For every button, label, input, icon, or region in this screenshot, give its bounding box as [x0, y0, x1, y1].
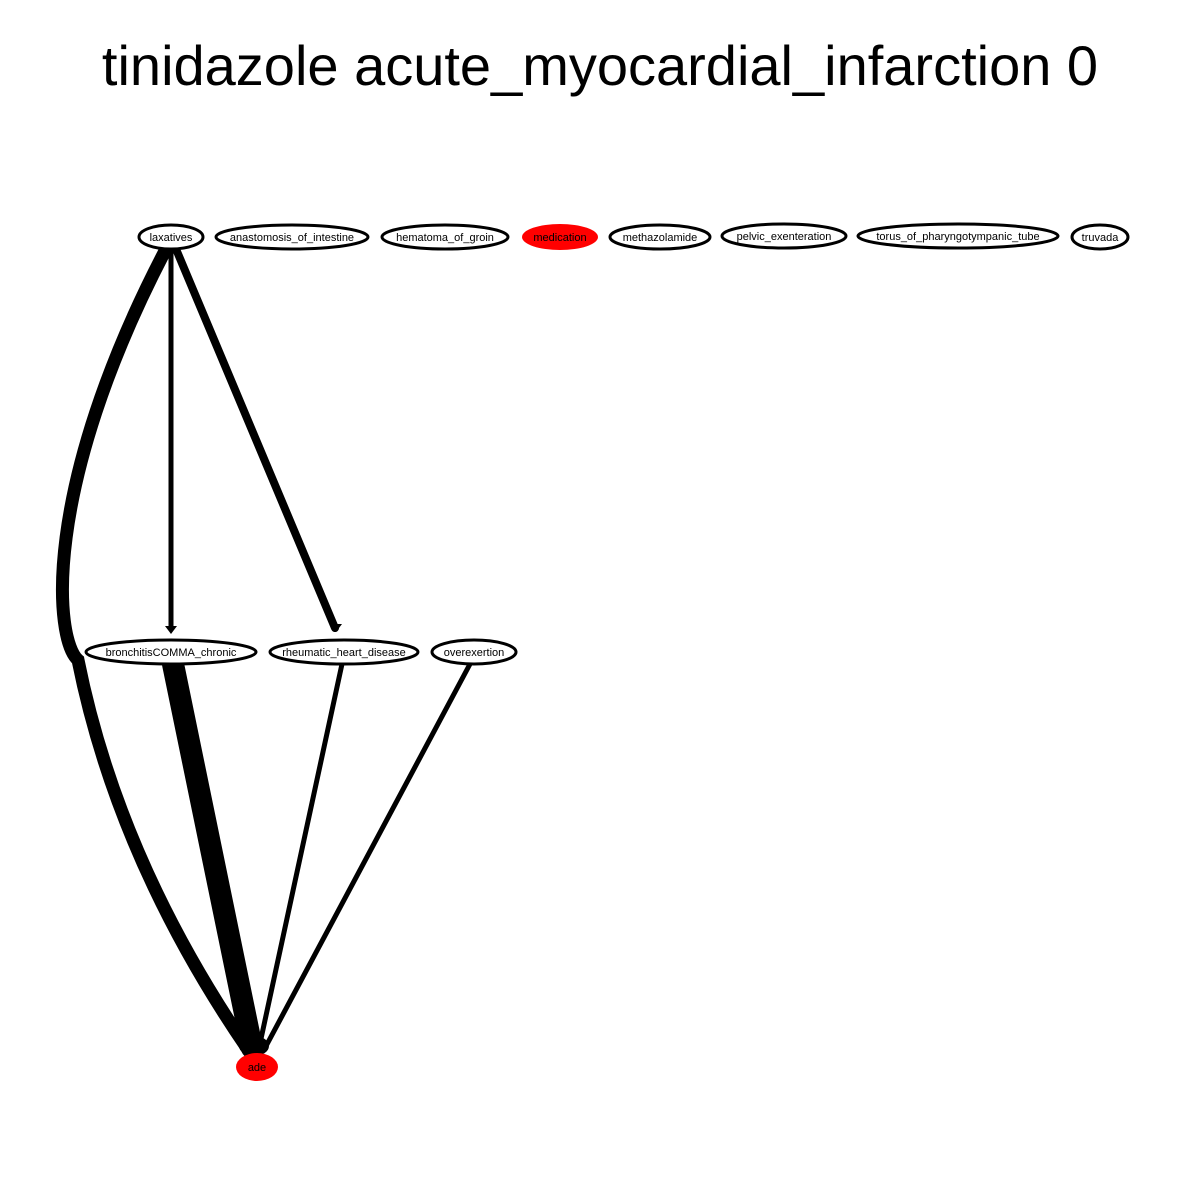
- node-anastomosis_of_intestine: anastomosis_of_intestine: [214, 223, 370, 251]
- node-ellipse: [214, 223, 370, 251]
- node-label: truvada: [1082, 232, 1120, 244]
- node-torus_of_pharyngotympanic_tube: torus_of_pharyngotympanic_tube: [856, 222, 1060, 250]
- node-pelvic_exenteration: pelvic_exenteration: [720, 222, 848, 250]
- node-truvada: truvada: [1070, 223, 1130, 251]
- node-label: overexertion: [444, 647, 505, 659]
- node-overexertion: overexertion: [430, 638, 518, 666]
- node-ellipse: [430, 638, 518, 666]
- node-label: laxatives: [150, 232, 193, 244]
- edge-rheumatic_heart_disease-to-ade: [256, 661, 345, 1051]
- graph-title: tinidazole acute_myocardial_infarction 0: [101, 34, 1099, 97]
- edge-arrowhead: [330, 624, 342, 632]
- node-label: rheumatic_heart_disease: [282, 647, 406, 659]
- edge-bronchitisCOMMA_chronic-to-ade: [162, 653, 263, 1059]
- edge-arrowhead: [165, 626, 177, 634]
- node-label: pelvic_exenteration: [737, 231, 832, 243]
- node-laxatives: laxatives: [137, 223, 205, 251]
- node-label: ade: [248, 1062, 266, 1074]
- nodes-layer: laxatives anastomosis_of_intestine hematom…: [84, 222, 1130, 1081]
- node-methazolamide: methazolamide: [608, 223, 712, 251]
- node-ellipse: [608, 223, 712, 251]
- edge-laxatives-to-ade: [55, 242, 254, 1055]
- node-rheumatic_heart_disease: rheumatic_heart_disease: [268, 638, 420, 666]
- node-ellipse: [137, 223, 205, 251]
- node-ellipse: [720, 222, 848, 250]
- node-label: bronchitisCOMMA_chronic: [106, 647, 237, 659]
- edges-layer: [55, 242, 473, 1059]
- edge-overexertion-to-ade: [262, 661, 473, 1051]
- node-ellipse: [856, 222, 1060, 250]
- node-ellipse: [84, 638, 258, 666]
- node-hematoma_of_groin: hematoma_of_groin: [380, 223, 510, 251]
- node-ellipse: [522, 224, 598, 250]
- node-bronchitisCOMMA_chronic: bronchitisCOMMA_chronic: [84, 638, 258, 666]
- node-label: torus_of_pharyngotympanic_tube: [876, 231, 1039, 243]
- node-label: hematoma_of_groin: [396, 232, 494, 244]
- node-label: methazolamide: [623, 232, 698, 244]
- node-ade: ade: [236, 1053, 278, 1081]
- node-ellipse: [268, 638, 420, 666]
- edge-laxatives-to-rheumatic_heart_disease: [172, 245, 339, 632]
- node-label: anastomosis_of_intestine: [230, 232, 354, 244]
- node-ellipse: [236, 1053, 278, 1081]
- node-label: medication: [533, 232, 586, 244]
- node-medication: medication: [522, 224, 598, 250]
- node-ellipse: [380, 223, 510, 251]
- edge-convergence-arrowhead: [239, 1036, 269, 1056]
- node-ellipse: [1070, 223, 1130, 251]
